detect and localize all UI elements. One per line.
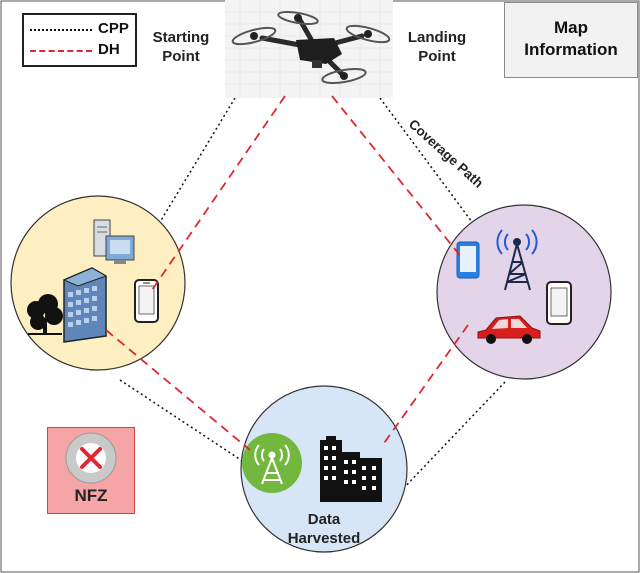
cpp-path-left-bottom	[119, 379, 254, 469]
legend-item-dh: DH	[30, 40, 135, 60]
data-harvested-line1: Data	[307, 511, 341, 528]
map-information-box: Map Information	[504, 2, 638, 78]
legend-swatch-cpp	[30, 29, 92, 31]
city-buildings-icon	[320, 436, 382, 502]
car-icon	[477, 315, 541, 344]
dh-path-right-bottom	[381, 324, 469, 447]
smartphone-icon-right	[546, 281, 572, 325]
map-information-line2: Information	[524, 40, 618, 59]
smartphone-icon-blue	[456, 241, 480, 279]
cpp-path-right-bottom	[399, 381, 506, 493]
cpp-path-start-left	[159, 97, 236, 223]
office-building-icon	[62, 267, 108, 343]
dh-path-landing-right	[331, 95, 463, 259]
map-information-line1: Map	[554, 18, 588, 37]
nfz-label: NFZ	[74, 486, 108, 505]
landing-point-line2: Point	[418, 48, 456, 65]
dh-path-start-left	[151, 95, 286, 291]
cpp-paths	[119, 97, 506, 493]
legend-item-cpp: CPP	[30, 19, 135, 39]
right-sensor-cluster	[436, 204, 612, 380]
data-harvested-line2: Harvested	[287, 530, 361, 547]
tree-icon	[27, 294, 63, 335]
cell-tower-icon	[496, 229, 538, 291]
landing-point-label: Landing Point	[399, 28, 475, 66]
starting-point-label: Starting Point	[143, 28, 219, 66]
dh-path-left-bottom	[105, 329, 251, 451]
dh-paths	[105, 95, 469, 451]
legend: CPP DH	[22, 13, 137, 67]
data-harvested-label: Data Harvested	[264, 510, 384, 548]
smartphone-icon-left	[134, 279, 159, 323]
legend-label-cpp: CPP	[98, 20, 129, 37]
legend-label-dh: DH	[98, 41, 120, 58]
cell-tower-badge	[242, 433, 302, 493]
drone-icon	[225, 0, 393, 98]
starting-point-line2: Point	[162, 48, 200, 65]
landing-point-line1: Landing	[407, 29, 467, 46]
starting-point-line1: Starting	[152, 29, 210, 46]
cpp-path-landing-right	[379, 97, 473, 223]
server-icon	[93, 219, 135, 264]
legend-swatch-dh	[30, 50, 92, 52]
